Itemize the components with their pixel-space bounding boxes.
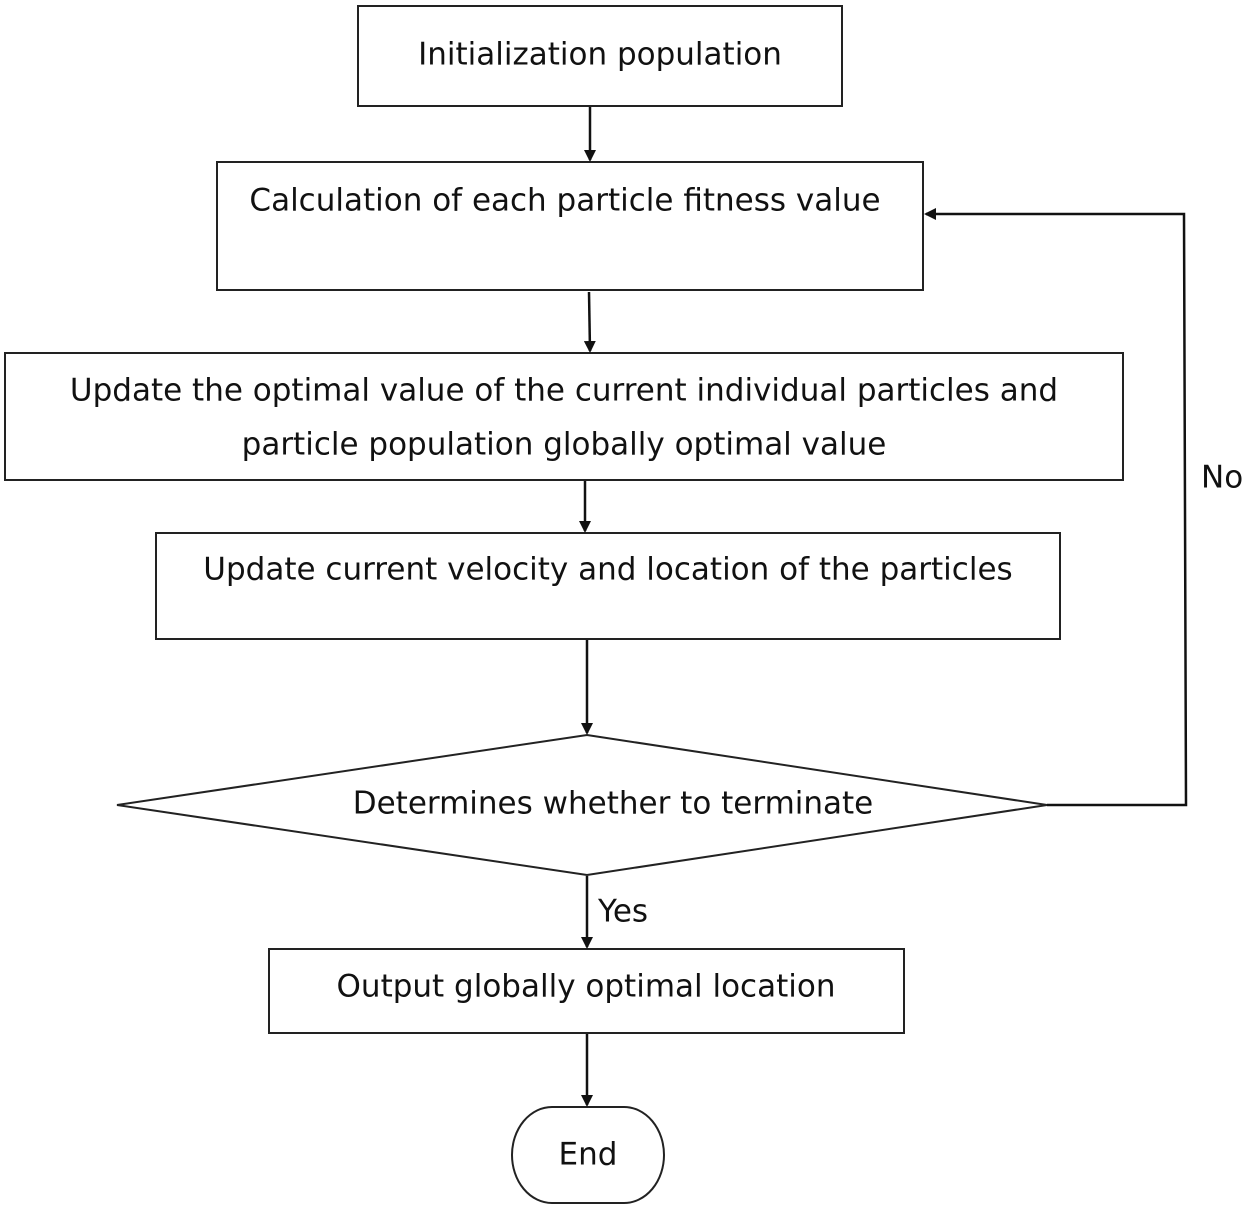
init-box <box>357 5 843 107</box>
update-optimal-box <box>4 352 1124 481</box>
output-box <box>268 948 905 1034</box>
fitness-label: Calculation of each particle fitness val… <box>249 183 880 219</box>
no-edge-label: No <box>1201 460 1243 496</box>
decision-diamond <box>116 733 1048 877</box>
update-optimal-label-line-1: Update the optimal value of the current … <box>70 373 1058 409</box>
yes-edge-label: Yes <box>597 894 648 930</box>
update-optimal-label-line-2: particle population globally optimal val… <box>242 427 887 463</box>
end-node: End <box>511 1106 665 1204</box>
end-terminator <box>511 1106 665 1204</box>
output-label: Output globally optimal location <box>337 969 836 1005</box>
update-optimal-node: Update the optimal value of the current … <box>4 352 1124 481</box>
update-velocity-node: Update current velocity and location of … <box>155 532 1061 640</box>
end-label: End <box>559 1137 618 1173</box>
update-velocity-box <box>155 532 1061 640</box>
decision-label: Determines whether to terminate <box>353 786 874 822</box>
fitness-box <box>216 161 924 291</box>
output-node: Output globally optimal location <box>268 948 905 1034</box>
arrow-fitness-to-update-optimal <box>583 291 596 353</box>
decision-node: Determines whether to terminate <box>116 733 1048 877</box>
fitness-node: Calculation of each particle fitness val… <box>216 161 924 291</box>
init-label: Initialization population <box>418 37 782 73</box>
arrow-no-loop-back <box>924 208 1188 807</box>
update-velocity-label: Update current velocity and location of … <box>203 552 1012 588</box>
init-node: Initialization population <box>357 5 843 107</box>
